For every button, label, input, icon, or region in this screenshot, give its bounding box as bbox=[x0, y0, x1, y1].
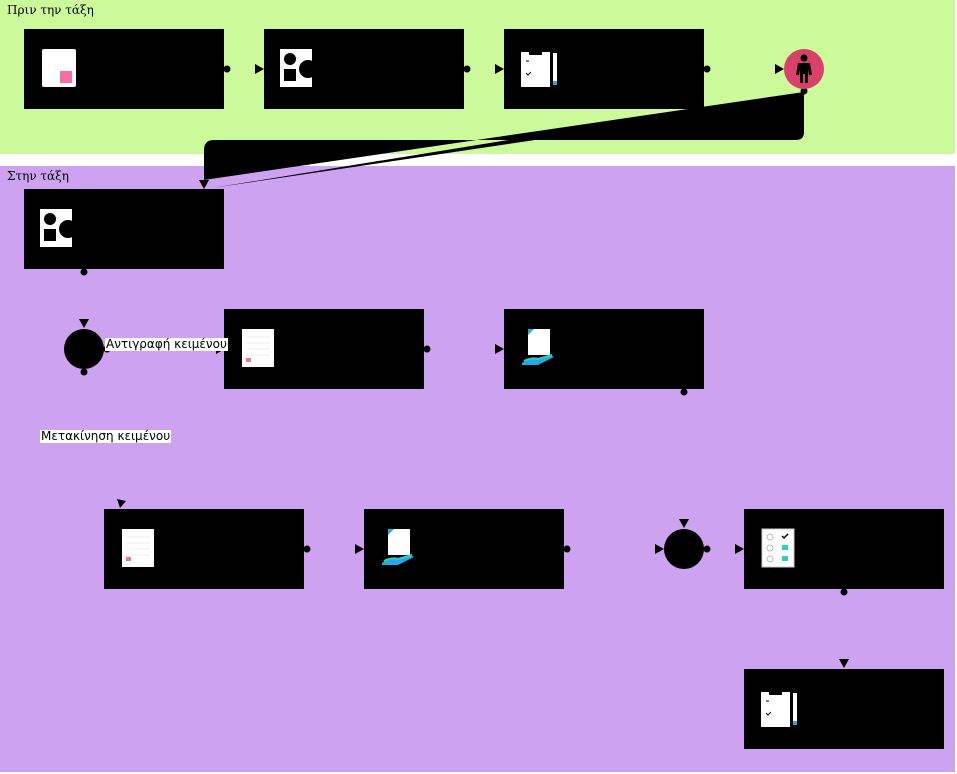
connector-actor-to-class bbox=[204, 92, 804, 188]
edge-start-dot bbox=[463, 65, 471, 73]
checklist-icon bbox=[761, 528, 795, 568]
edge-arrowhead bbox=[775, 64, 784, 74]
edge-arrowhead bbox=[495, 344, 504, 354]
actor-teacher[interactable] bbox=[784, 49, 824, 89]
person-icon bbox=[796, 54, 812, 83]
lane-title-in-class: Στην τάξη bbox=[7, 169, 69, 183]
activity-node-4[interactable] bbox=[24, 189, 224, 269]
activity-node-7[interactable] bbox=[104, 509, 304, 589]
edge-arrowhead bbox=[655, 544, 664, 554]
edge-start-dot bbox=[80, 268, 88, 276]
activity-node-6[interactable] bbox=[504, 309, 704, 389]
blank-page-icon bbox=[42, 49, 76, 87]
edge-start-dot bbox=[680, 388, 688, 396]
edge-start-dot bbox=[703, 545, 711, 553]
edge-arrowhead bbox=[255, 64, 264, 74]
edge-arrowhead bbox=[199, 180, 209, 189]
activity-node-10[interactable] bbox=[744, 669, 944, 749]
edge-arrowhead bbox=[735, 544, 744, 554]
text-document-icon bbox=[242, 329, 274, 367]
edge-start-dot bbox=[423, 345, 431, 353]
text-document-icon bbox=[122, 529, 154, 567]
activity-node-8[interactable] bbox=[364, 509, 564, 589]
lane-title-before: Πριν την τάξη bbox=[7, 3, 94, 17]
hand-document-icon bbox=[382, 529, 414, 565]
edge-start-dot bbox=[800, 87, 808, 95]
decision-gateway-1[interactable] bbox=[64, 329, 104, 369]
edge-arrowhead bbox=[355, 544, 364, 554]
clipboard-pen-icon bbox=[521, 49, 557, 87]
edge-arrowhead bbox=[839, 659, 849, 668]
edge-arrowhead bbox=[117, 499, 126, 508]
shapes-icon bbox=[280, 49, 317, 87]
edge-start-dot bbox=[563, 545, 571, 553]
activity-node-2[interactable] bbox=[264, 29, 464, 109]
shapes-icon bbox=[40, 209, 77, 247]
flow-label-move-text: Μετακίνηση κειμένου bbox=[40, 429, 172, 443]
edge-arrowhead bbox=[79, 319, 89, 328]
activity-node-3[interactable] bbox=[504, 29, 704, 109]
flow-label-copy-text: Αντιγραφή κειμένου bbox=[105, 337, 228, 351]
edge-arrowhead bbox=[495, 64, 504, 74]
edge-arrowhead bbox=[679, 519, 689, 528]
hand-document-icon bbox=[522, 329, 554, 365]
edge-start-dot bbox=[223, 65, 231, 73]
activity-node-5[interactable] bbox=[224, 309, 424, 389]
edge-start-dot bbox=[840, 588, 848, 596]
edge-start-dot bbox=[303, 545, 311, 553]
edge-start-dot bbox=[80, 368, 88, 376]
activity-node-9[interactable] bbox=[744, 509, 944, 589]
clipboard-pen-icon bbox=[761, 689, 797, 727]
edge-start-dot bbox=[703, 65, 711, 73]
decision-gateway-2[interactable] bbox=[664, 529, 704, 569]
activity-node-1[interactable] bbox=[24, 29, 224, 109]
